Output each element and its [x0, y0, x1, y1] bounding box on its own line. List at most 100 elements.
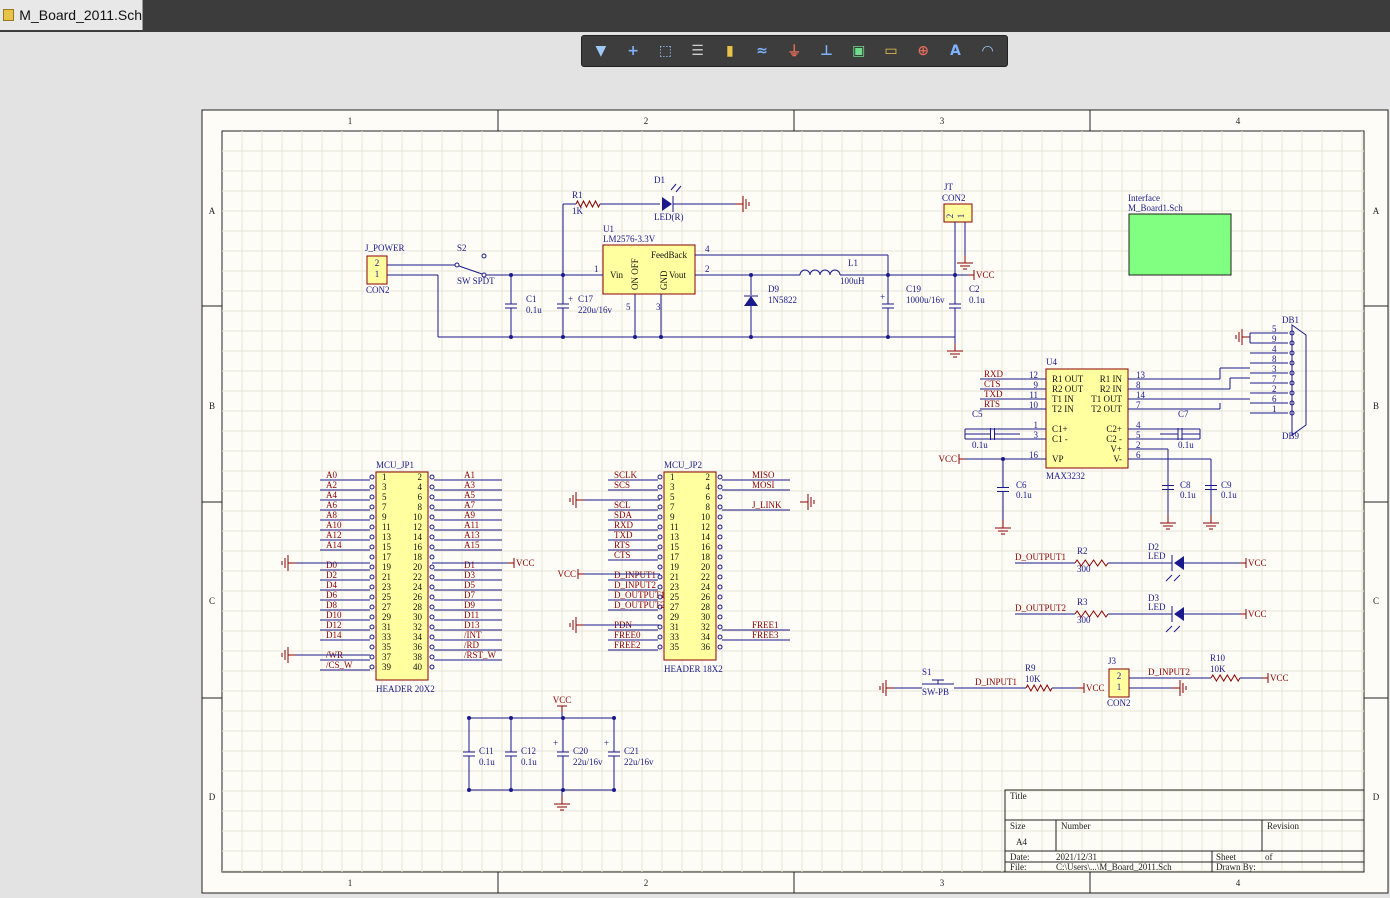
- harness-icon[interactable]: ⊥: [820, 43, 833, 59]
- header-pin: [429, 484, 435, 490]
- mcu-jp2-pin-number: 6: [706, 492, 711, 502]
- zone-label-left: B: [209, 401, 215, 411]
- filter-icon[interactable]: ▼: [595, 43, 607, 59]
- db9-pin-number: 7: [1272, 374, 1277, 384]
- mcu-jp1-net-right: A13: [464, 530, 480, 540]
- c20-value: 22u/16v: [573, 757, 603, 767]
- mcu-jp2-net-left: RTS: [614, 540, 630, 550]
- u4-pin-label: R1 IN: [1100, 374, 1123, 384]
- mcu-jp1-net-right: D1: [464, 560, 475, 570]
- header-pin: [369, 664, 375, 670]
- no-erc-icon[interactable]: ⊕: [917, 43, 930, 59]
- mcu-jp2-pin-number: 4: [706, 482, 711, 492]
- connector-j3: [1108, 668, 1130, 698]
- header-pin: [717, 594, 723, 600]
- l1-value: 100uH: [840, 276, 865, 286]
- mcu-jp1-pin-number: 1: [382, 472, 387, 482]
- u1-vin-label: Vin: [610, 270, 623, 280]
- component-icon[interactable]: ▮: [725, 43, 734, 59]
- db9-pin-number: 4: [1272, 344, 1277, 354]
- align-icon[interactable]: ☰: [691, 43, 704, 59]
- u4-pin-label: R2 OUT: [1052, 384, 1084, 394]
- mcu-jp2-net-left: D_OUTPUT2: [614, 600, 665, 610]
- led-r-ref: R2: [1077, 546, 1088, 556]
- mcu-jp1-pin-number: 30: [413, 612, 423, 622]
- arc-icon[interactable]: ◠: [982, 43, 994, 59]
- c5-ref: C5: [972, 409, 983, 419]
- mcu-jp1-net-right: A3: [464, 480, 475, 490]
- c9-value: 0.1u: [1221, 490, 1237, 500]
- junction-dot: [612, 788, 616, 792]
- u1-value: LM2576-3.3V: [603, 234, 656, 244]
- header-pin: [429, 614, 435, 620]
- header-mcu-jp1: [375, 471, 429, 681]
- mcu-jp1-net-right: A15: [464, 540, 480, 550]
- d-input1-net: D_INPUT1: [975, 677, 1017, 687]
- mcu-jp2-pin-number: 12: [701, 522, 710, 532]
- led-d3: [1174, 607, 1184, 621]
- header-pin: [657, 634, 663, 640]
- select-rect-icon[interactable]: ⬚: [658, 43, 672, 59]
- mcu-jp2-pin-number: 29: [670, 612, 680, 622]
- mcu-jp1-net-left: D4: [326, 580, 337, 590]
- switch-contact: [481, 253, 487, 259]
- zone-label-left: A: [209, 206, 216, 216]
- led-r-ref: R3: [1077, 597, 1088, 607]
- u4-pin-label: V+: [1110, 444, 1122, 454]
- ground-icon[interactable]: ⏚: [787, 44, 802, 60]
- header-pin: [369, 544, 375, 550]
- mcu-jp2-pin-number: 20: [701, 562, 711, 572]
- db9-pin-number: 9: [1272, 334, 1277, 344]
- r9-ref: R9: [1025, 663, 1036, 673]
- mcu-jp2-pin-number: 14: [701, 532, 711, 542]
- header-pin: [657, 534, 663, 540]
- c8-ref: C8: [1180, 480, 1191, 490]
- date-label: Date:: [1010, 852, 1030, 862]
- resistor-r10: [1210, 674, 1241, 682]
- mcu-jp1-net-left: A12: [326, 530, 342, 540]
- c5-value: 0.1u: [972, 440, 988, 450]
- zone-label-right: C: [1373, 596, 1379, 606]
- mcu-jp2-net-left: SCLK: [614, 470, 638, 480]
- mcu-jp2-pin-number: 27: [670, 602, 680, 612]
- mcu-jp1-net-right: /INT: [464, 630, 482, 640]
- u4-pin-number: 3: [1034, 430, 1039, 440]
- sheet-symbol-icon[interactable]: ▣: [852, 43, 866, 59]
- header-pin: [429, 474, 435, 480]
- bus-icon[interactable]: ≈: [756, 43, 768, 59]
- db9-contact: [1289, 390, 1295, 396]
- document-tab[interactable]: M_Board_2011.Sch: [0, 0, 143, 30]
- c19-ref: C19: [906, 284, 922, 294]
- header-pin: [429, 534, 435, 540]
- header-pin: [717, 484, 723, 490]
- header-pin: [369, 654, 375, 660]
- crosshair-icon[interactable]: +: [627, 43, 639, 59]
- header-pin: [717, 584, 723, 590]
- header-pin: [657, 514, 663, 520]
- header-pin: [369, 554, 375, 560]
- u4-pin-label: C2+: [1106, 424, 1122, 434]
- vcc-label: VCC: [976, 270, 995, 280]
- header-pin: [657, 564, 663, 570]
- junction-dot: [467, 788, 471, 792]
- led-d1-emission: [670, 183, 677, 191]
- c12-value: 0.1u: [521, 757, 537, 767]
- j-power-pin: 1: [375, 269, 380, 279]
- mcu-jp1-pin-number: 12: [413, 522, 422, 532]
- mcu-jp2-net-left: SCS: [614, 480, 630, 490]
- header-pin: [429, 584, 435, 590]
- zone-label-top: 2: [644, 116, 649, 126]
- mcu-jp1-pin-number: 19: [382, 562, 392, 572]
- text-icon[interactable]: A: [950, 43, 961, 59]
- header-pin: [717, 604, 723, 610]
- mcu-jp1-net-left: D2: [326, 570, 337, 580]
- mcu-jp1-pin-number: 7: [382, 502, 387, 512]
- header-pin: [429, 524, 435, 530]
- mcu-jp1-pin-number: 3: [382, 482, 387, 492]
- port-icon[interactable]: ▭: [884, 43, 898, 59]
- db9-pin-number: 6: [1272, 394, 1277, 404]
- c19-polarity: +: [880, 292, 885, 302]
- mcu-jp2-net-right: J_LINK: [752, 500, 782, 510]
- db9-contact: [1289, 410, 1295, 416]
